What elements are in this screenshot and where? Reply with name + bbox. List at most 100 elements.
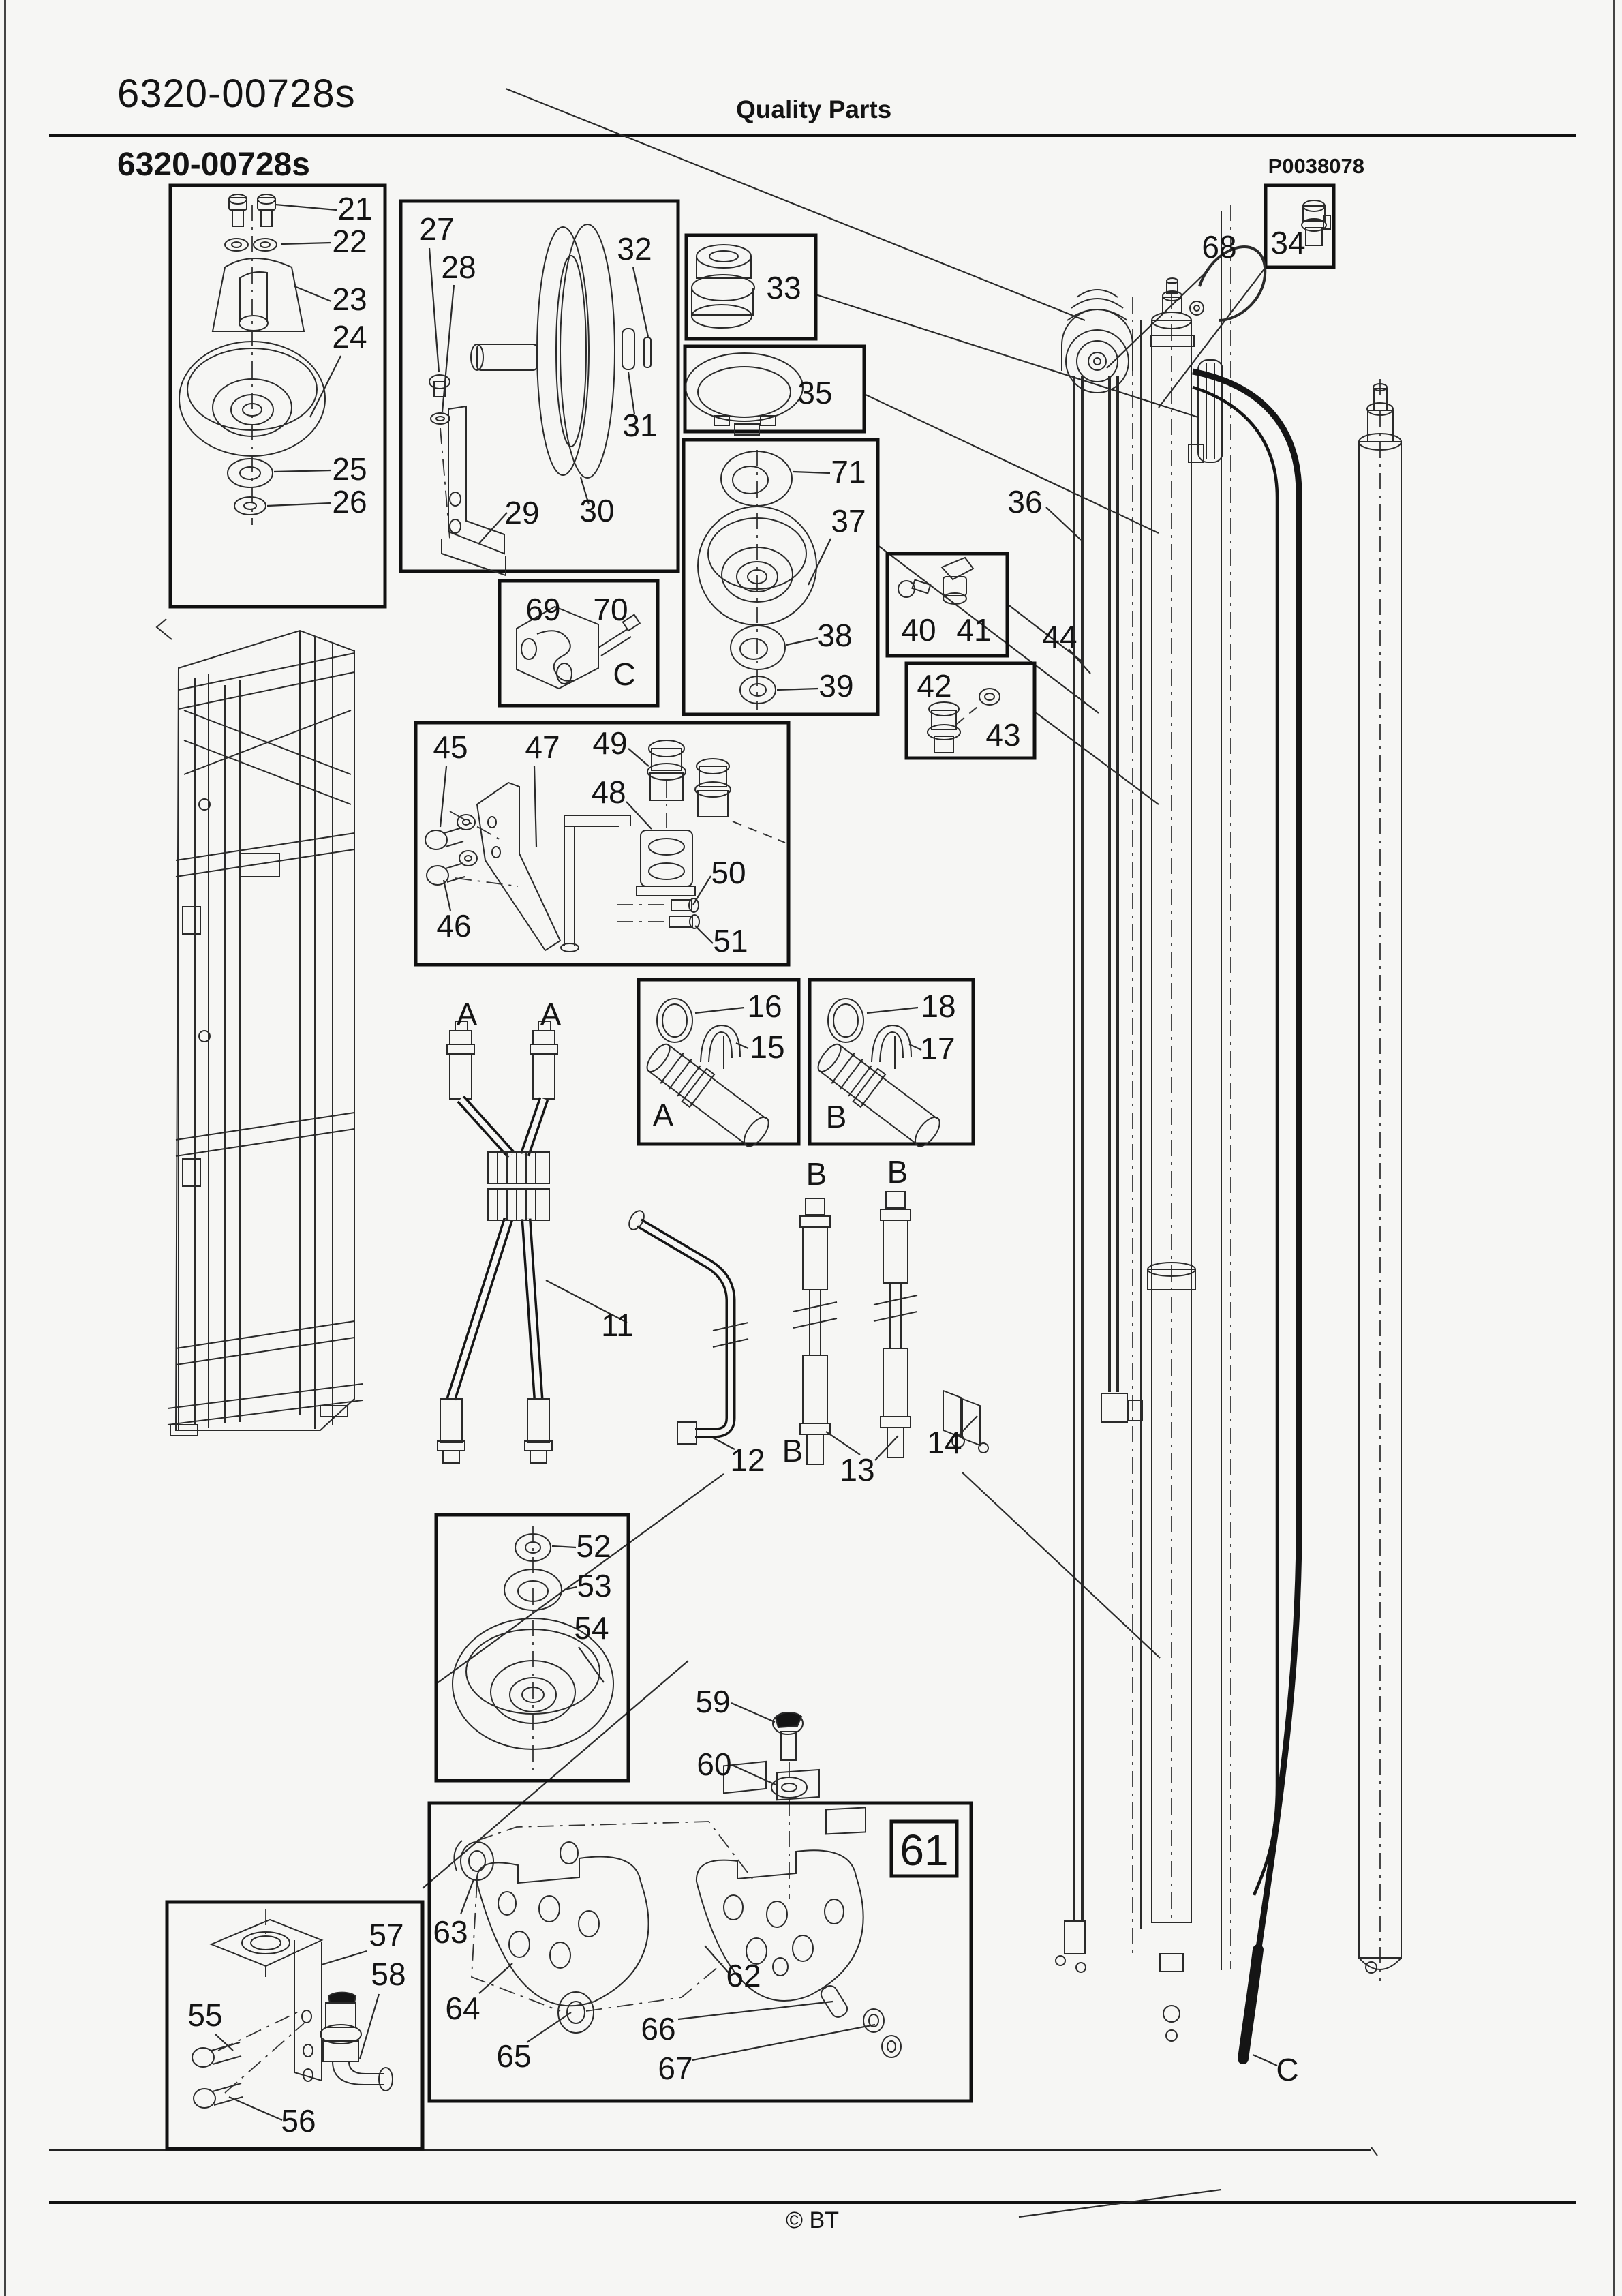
part-callout-24-3: 24 — [332, 319, 367, 354]
part-callout-33-12: 33 — [766, 270, 801, 305]
part-callout-59-54: 59 — [695, 1684, 730, 1719]
part-callout-B-47: B — [887, 1154, 908, 1190]
part-callout-52-51: 52 — [576, 1528, 611, 1564]
part-callout-26-5: 26 — [332, 484, 367, 519]
part-callout-A-43: A — [540, 997, 562, 1032]
part-callout-22-1: 22 — [332, 224, 367, 259]
part-callout-C-28: C — [613, 656, 635, 692]
part-callout-21-0: 21 — [337, 191, 372, 226]
part-callout-34-25: 34 — [1270, 225, 1305, 260]
part-callout-30-11: 30 — [579, 493, 614, 528]
detail-box-37-39-71 — [682, 438, 880, 716]
detail-box-42-43 — [904, 661, 1037, 760]
part-callout-42-20: 42 — [917, 668, 951, 704]
part-callout-67-61: 67 — [658, 2051, 692, 2086]
part-callout-23-2: 23 — [332, 282, 367, 317]
pipe-12 — [628, 1210, 749, 1445]
lift-cylinder-assembly — [1055, 205, 1402, 2064]
leader-lines — [422, 87, 1278, 2218]
bracket-14 — [943, 1389, 989, 1453]
part-callout-14-50: 14 — [927, 1425, 962, 1460]
part-callout-C-67: C — [1276, 2052, 1298, 2087]
part-callout-40-18: 40 — [901, 612, 936, 648]
part-callout-62-62: 62 — [726, 1958, 761, 1993]
part-callout-56-64: 56 — [281, 2103, 316, 2139]
header-brand: Quality Parts — [736, 95, 892, 123]
part-callout-A-38: A — [653, 1098, 674, 1133]
part-callout-12-45: 12 — [730, 1442, 765, 1478]
mast-assembly — [155, 618, 363, 1436]
part-callout-48-32: 48 — [591, 774, 626, 810]
part-callout-B-41: B — [826, 1099, 847, 1134]
part-callout-13-49: 13 — [840, 1452, 874, 1487]
detail-box-21-26 — [168, 183, 387, 609]
part-callout-71-14: 71 — [831, 454, 866, 489]
part-callout-66-60: 66 — [641, 2011, 675, 2046]
detail-box-35 — [683, 344, 866, 436]
part-callout-58-66: 58 — [371, 1957, 406, 1992]
part-callout-43-21: 43 — [985, 717, 1020, 753]
part-callout-70-27: 70 — [593, 592, 628, 627]
part-callout-B-46: B — [806, 1156, 827, 1192]
detail-box-69-70 — [498, 579, 660, 708]
part-callout-47-30: 47 — [525, 729, 560, 765]
crossed-hoses-11 — [437, 1021, 558, 1464]
part-callout-51-35: 51 — [713, 923, 748, 958]
footer-copyright: © BT — [786, 2207, 839, 2233]
detail-box-B — [808, 978, 975, 1154]
part-callout-54-53: 54 — [574, 1610, 609, 1646]
detail-box-45-51 — [414, 721, 791, 967]
plate-code: P0038078 — [1268, 154, 1364, 178]
part-callout-46-33: 46 — [436, 908, 471, 943]
part-callout-25-4: 25 — [332, 451, 367, 487]
part-callout-50-34: 50 — [711, 855, 746, 890]
part-callout-38-16: 38 — [817, 618, 852, 653]
part-callout-35-13: 35 — [797, 375, 832, 410]
page-rules — [4, 0, 1615, 2296]
part-callout-18-39: 18 — [921, 988, 955, 1024]
part-callout-61-56: 61 — [900, 1826, 948, 1875]
part-callout-69-26: 69 — [525, 592, 560, 627]
part-callout-31-9: 31 — [622, 408, 657, 443]
part-callout-A-42: A — [457, 997, 478, 1032]
part-callout-37-15: 37 — [831, 503, 866, 539]
detail-box-61-67 — [427, 1760, 973, 2103]
part-callout-68-24: 68 — [1202, 229, 1236, 265]
part-callout-B-48: B — [782, 1433, 804, 1468]
detail-box-27-32 — [399, 199, 680, 577]
detail-box-34 — [1264, 183, 1336, 269]
header-doc-code: 6320-00728s — [117, 72, 356, 116]
part-callout-65-59: 65 — [496, 2038, 531, 2074]
part-callout-32-8: 32 — [617, 231, 652, 267]
part-callout-28-7: 28 — [441, 250, 476, 285]
detail-box-33 — [684, 233, 818, 341]
part-callout-60-55: 60 — [697, 1747, 731, 1782]
callout-leaders — [215, 203, 978, 2121]
part-callout-55-63: 55 — [187, 1997, 222, 2033]
part-callout-44-22: 44 — [1042, 619, 1077, 654]
part-callout-27-6: 27 — [419, 211, 454, 247]
part-callout-41-19: 41 — [956, 612, 991, 648]
detail-box-52-54 — [434, 1513, 630, 1783]
part-callout-17-40: 17 — [920, 1031, 955, 1066]
part-callout-36-23: 36 — [1007, 484, 1042, 519]
page-title: 6320-00728s — [117, 147, 310, 183]
part-callout-11-44: 11 — [601, 1308, 634, 1343]
part-callout-57-65: 57 — [369, 1917, 403, 1952]
part-callout-39-17: 39 — [818, 668, 853, 704]
part-callout-15-37: 15 — [750, 1029, 784, 1065]
hoses-13 — [793, 1191, 918, 1465]
part-callout-64-58: 64 — [445, 1991, 480, 2026]
detail-box-A — [637, 978, 801, 1154]
detail-box-55-58 — [165, 1900, 425, 2151]
bolt-59-washer-60 — [771, 1712, 808, 1899]
detail-box-40-41 — [885, 552, 1009, 658]
part-callout-16-36: 16 — [747, 988, 782, 1024]
part-callout-53-52: 53 — [577, 1568, 611, 1603]
part-callout-63-57: 63 — [433, 1914, 468, 1950]
part-callout-49-31: 49 — [592, 725, 627, 761]
part-callout-45-29: 45 — [433, 729, 468, 765]
